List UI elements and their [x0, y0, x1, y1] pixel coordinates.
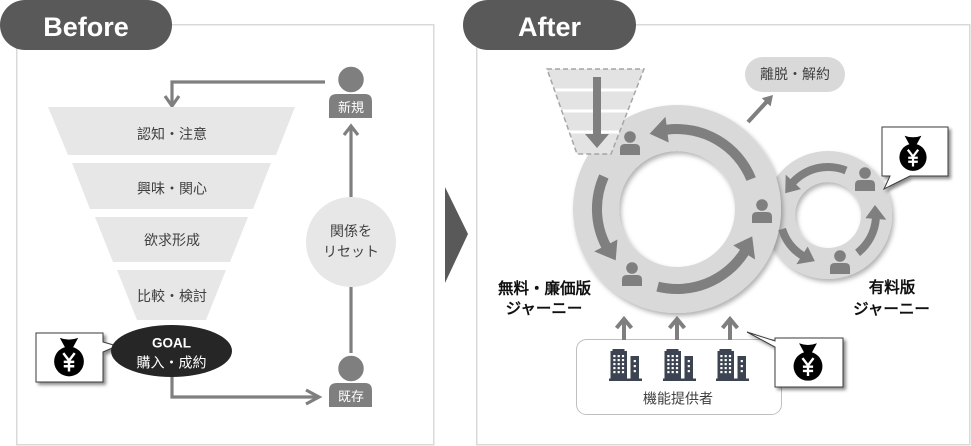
goal-to-existing-connector	[170, 377, 323, 406]
curved-arrow-icon	[778, 227, 815, 265]
churn-node: 離脱・解約	[745, 57, 845, 92]
existing-customer: 既存	[329, 354, 372, 407]
funnel-stage-shape	[117, 270, 226, 320]
faded-funnel-dashed-outline	[545, 68, 646, 155]
funnel-stage-label: 認知・注意	[137, 126, 207, 143]
churn-label: 離脱・解約	[760, 66, 830, 83]
before-title-pill: Before	[0, 0, 172, 50]
arrow-up-icon	[667, 315, 687, 340]
person-icon	[329, 65, 372, 118]
funnel-stage: 欲求形成	[95, 217, 248, 262]
paid-journey-label-line-2: ジャーニー	[853, 300, 930, 318]
after-title: After	[518, 12, 581, 42]
free-journey-ring	[573, 105, 781, 313]
person-head	[336, 354, 366, 383]
funnel-stage-label: 欲求形成	[144, 233, 200, 249]
funnel-stage-shape	[72, 163, 271, 209]
new-customer-label: 新規	[338, 100, 364, 116]
after-title-pill: After	[463, 0, 636, 50]
curved-arrow-icon	[656, 236, 756, 295]
free-journey-label: 無料・廉価版 ジャーニー	[498, 279, 592, 318]
goal-node: GOAL 購入・成約	[111, 325, 232, 377]
churn-arrow-icon	[746, 95, 773, 124]
reset-circle	[306, 197, 396, 287]
funnel-stage-shape	[95, 217, 248, 262]
free-journey-label-line-1: 無料・廉価版	[498, 279, 592, 298]
before-pill-background	[0, 0, 172, 50]
new-to-funnel-connector	[163, 80, 325, 109]
funnel-stage-label: 比較・検討	[137, 289, 207, 305]
funnel-stage: 興味・関心	[72, 163, 271, 209]
goal-revenue-callout	[35, 332, 119, 383]
existing-customer-label: 既存	[338, 390, 364, 405]
curved-arrow-icon	[855, 205, 887, 256]
provider-to-journey-arrows	[614, 315, 740, 340]
curved-arrow-icon	[649, 116, 756, 181]
arrow-down-icon	[585, 77, 609, 148]
after-panel: 離脱・解約 無料・廉価版 ジャーニー 有料版 ジャーニー 機能提供者	[476, 24, 971, 446]
person-icon	[329, 354, 372, 407]
arrow-up-icon	[720, 315, 740, 340]
arrow-head	[614, 315, 634, 330]
free-journey-cycle-arrows	[591, 116, 756, 295]
person-body	[329, 94, 372, 118]
new-customer: 新規	[329, 65, 372, 118]
arrow-down-icon	[163, 95, 181, 109]
before-title: Before	[43, 12, 129, 42]
paid-journey-revenue-callout	[881, 126, 949, 191]
feature-providers: 機能提供者	[576, 339, 782, 415]
reset-label-line-1: 関係を	[330, 224, 372, 240]
paid-journey-label-line-1: 有料版	[869, 278, 916, 297]
before-panel: 認知・注意 興味・関心 欲求形成 比較・検討 GOAL 購入・成約	[16, 24, 435, 446]
person-body	[329, 383, 372, 407]
arrow-head	[667, 315, 687, 330]
transition-chevron-icon	[445, 187, 468, 283]
funnel-stage: 比較・検討	[117, 270, 226, 320]
free-journey-label-line-2: ジャーニー	[506, 300, 583, 318]
after-pill-background	[463, 0, 636, 50]
goal-label: 購入・成約	[137, 356, 207, 372]
funnel-stage-label: 興味・関心	[137, 182, 207, 198]
arrow-right-icon	[305, 388, 323, 406]
curved-arrow-icon	[785, 163, 848, 194]
paid-journey-label: 有料版 ジャーニー	[853, 278, 930, 319]
providers-label: 機能提供者	[643, 392, 713, 408]
sales-funnel: 認知・注意 興味・関心 欲求形成 比較・検討	[48, 107, 295, 320]
goal-title: GOAL	[152, 336, 191, 351]
provider-revenue-callout	[746, 331, 844, 388]
connector-line	[170, 377, 317, 399]
arrow-head	[720, 315, 740, 330]
churn-pill	[745, 57, 845, 92]
paid-journey-cycle-arrows	[778, 163, 887, 265]
goal-ellipse	[111, 325, 232, 377]
person-head	[336, 65, 366, 94]
reset-relationship-node: 関係を リセット	[306, 197, 396, 287]
curved-arrow-icon	[591, 174, 618, 261]
arrow-up-icon	[342, 123, 360, 136]
connector-line	[170, 80, 325, 105]
reset-label-line-2: リセット	[323, 245, 379, 261]
funnel-stage-shape	[48, 107, 295, 155]
reset-to-new-connector	[342, 123, 360, 197]
arrow-up-icon	[614, 315, 634, 340]
funnel-stage: 認知・注意	[48, 107, 295, 155]
